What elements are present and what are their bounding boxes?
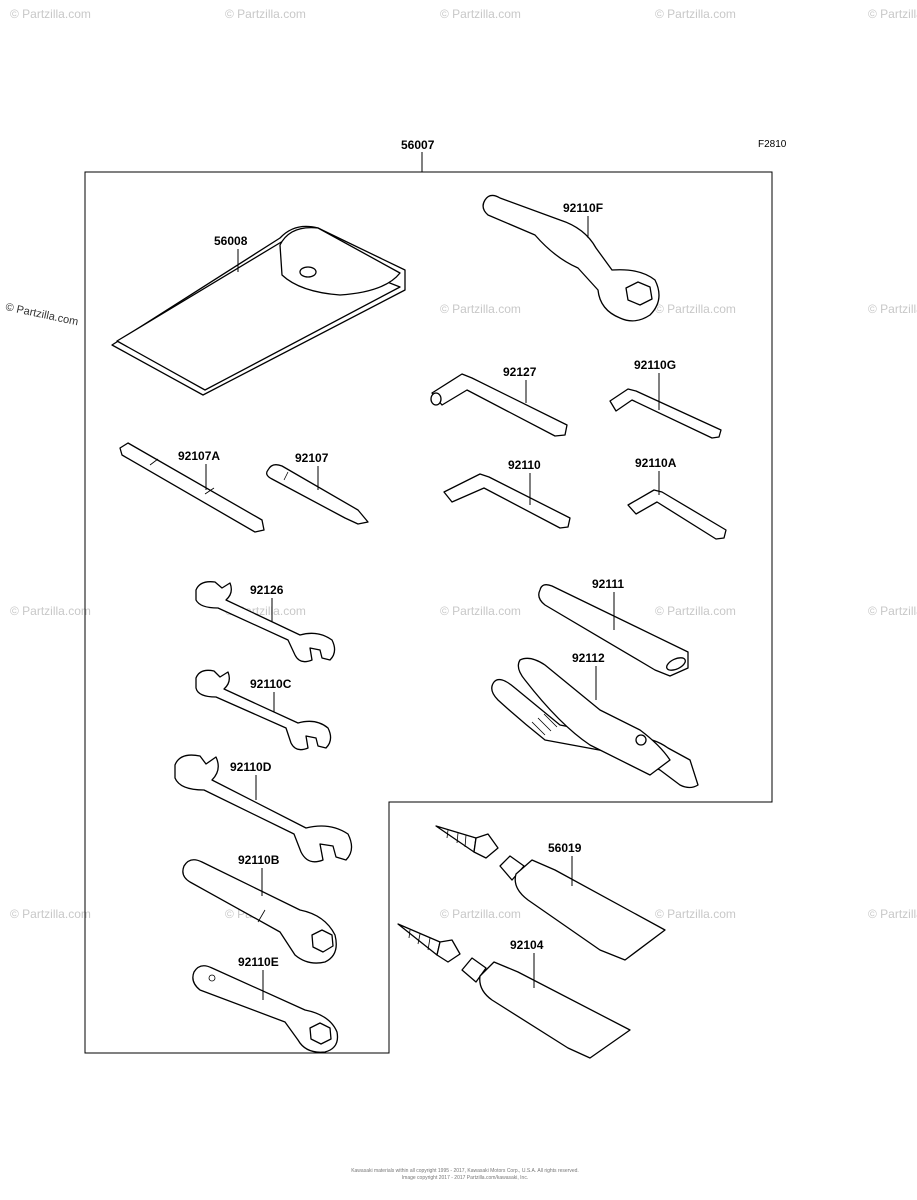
screwdriver-92107 bbox=[266, 464, 369, 525]
socket-wrench-92110E bbox=[192, 965, 339, 1053]
label-92110E: 92110E bbox=[238, 955, 279, 969]
label-56008: 56008 bbox=[214, 234, 248, 248]
label-92127: 92127 bbox=[503, 365, 537, 379]
watermark: © Partzilla.com bbox=[655, 907, 736, 921]
watermark: © Partzilla.com bbox=[655, 302, 736, 316]
open-end-wrench-92110D bbox=[174, 754, 353, 863]
kit-outline bbox=[84, 171, 773, 1054]
label-92110: 92110 bbox=[508, 458, 541, 472]
grease-tube-92104 bbox=[397, 923, 631, 1059]
label-92110C: 92110C bbox=[250, 677, 292, 691]
label-92111: 92111 bbox=[592, 577, 624, 591]
label-56019: 56019 bbox=[548, 841, 582, 855]
watermark: © Partzilla.com bbox=[868, 302, 917, 316]
label-92110F: 92110F bbox=[563, 201, 603, 215]
watermark: © Partzilla.com bbox=[225, 7, 306, 21]
ring-wrench-92110F bbox=[482, 194, 660, 322]
screwdriver-bit-92107A bbox=[119, 442, 265, 533]
label-92104: 92104 bbox=[510, 938, 544, 952]
open-end-wrench-92110C bbox=[195, 669, 332, 751]
label-92110D: 92110D bbox=[230, 760, 272, 774]
open-end-wrench-92126 bbox=[195, 581, 336, 663]
hex-key-92110 bbox=[443, 473, 571, 529]
watermark: © Partzilla.com bbox=[440, 907, 521, 921]
watermark: © Partzilla.com bbox=[440, 604, 521, 618]
hex-key-92110G bbox=[609, 388, 722, 439]
label-92110A: 92110A bbox=[635, 456, 677, 470]
watermark: © Partzilla.com bbox=[868, 907, 917, 921]
grease-tube-56019 bbox=[435, 825, 666, 961]
watermark: © Partzilla.com bbox=[10, 604, 91, 618]
label-92110B: 92110B bbox=[238, 853, 280, 867]
watermark: © Partzilla.com bbox=[655, 7, 736, 21]
watermark: © Partzilla.com bbox=[4, 301, 79, 328]
label-92112: 92112 bbox=[572, 651, 605, 665]
pliers-92112 bbox=[491, 657, 699, 789]
watermark: © Partzilla.com bbox=[868, 7, 917, 21]
watermark: © Partzilla.com bbox=[10, 907, 91, 921]
label-92110G: 92110G bbox=[634, 358, 676, 372]
hex-key-92110A bbox=[627, 489, 727, 540]
watermark: © Partzilla.com bbox=[10, 7, 91, 21]
watermark: © Partzilla.com bbox=[440, 302, 521, 316]
copyright-line: Kawasaki materials within all copyright … bbox=[351, 1168, 579, 1174]
tool-bag-56008 bbox=[111, 225, 406, 396]
label-92126: 92126 bbox=[250, 583, 284, 597]
hex-key-92127 bbox=[430, 373, 568, 437]
socket-wrench-92110B bbox=[182, 859, 337, 964]
watermark: © Partzilla.com bbox=[440, 7, 521, 21]
socket-bar-92111 bbox=[538, 584, 689, 677]
copyright-footer: Kawasaki materials within all copyright … bbox=[300, 1168, 630, 1182]
label-92107A: 92107A bbox=[178, 449, 220, 463]
watermark: © Partzilla.com bbox=[655, 604, 736, 618]
watermarks: © Partzilla.com © Partzilla.com © Partzi… bbox=[4, 7, 917, 921]
watermark: © Partzilla.com bbox=[868, 604, 917, 618]
label-92107: 92107 bbox=[295, 451, 329, 465]
figure-ref: F2810 bbox=[758, 139, 787, 150]
copyright-line: Image copyright 2017 - 2017 Partzilla.co… bbox=[401, 1175, 529, 1181]
label-56007: 56007 bbox=[401, 138, 435, 152]
